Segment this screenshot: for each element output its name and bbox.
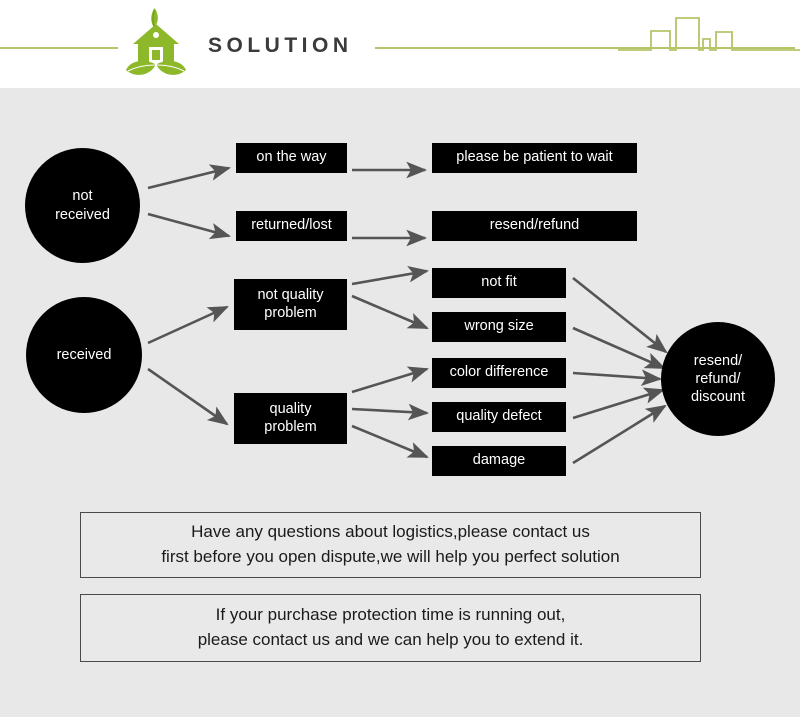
node-returned-lost-label: returned/lost bbox=[251, 217, 332, 234]
node-not-quality-problem[interactable]: not quality problem bbox=[234, 279, 347, 330]
node-not-received-label: not received bbox=[55, 188, 110, 223]
purchase-protection-note-text: If your purchase protection time is runn… bbox=[197, 605, 584, 649]
node-on-the-way-label: on the way bbox=[256, 149, 327, 166]
node-received[interactable]: received bbox=[26, 297, 142, 413]
eco-house-leaf-logo-icon bbox=[117, 6, 195, 82]
node-quality-defect[interactable]: quality defect bbox=[432, 402, 566, 432]
page-header: SOLUTION bbox=[0, 0, 800, 88]
header-rule-left bbox=[0, 47, 118, 49]
node-please-be-patient-to-wait[interactable]: please be patient to wait bbox=[432, 143, 637, 173]
node-not-fit[interactable]: not fit bbox=[432, 268, 566, 298]
node-resend-refund[interactable]: resend/refund bbox=[432, 211, 637, 241]
node-quality-problem[interactable]: quality problem bbox=[234, 393, 347, 444]
node-received-label: received bbox=[56, 346, 112, 363]
node-resend-refund-label: resend/refund bbox=[489, 217, 580, 234]
node-on-the-way[interactable]: on the way bbox=[236, 143, 347, 173]
header-rule-right bbox=[375, 47, 795, 49]
node-wrong-size-label: wrong size bbox=[464, 318, 534, 335]
logistics-note-text: Have any questions about logistics,pleas… bbox=[161, 522, 620, 566]
logistics-note: Have any questions about logistics,pleas… bbox=[80, 512, 701, 578]
node-damage[interactable]: damage bbox=[432, 446, 566, 476]
node-resend-refund-discount[interactable]: resend/ refund/ discount bbox=[661, 322, 775, 436]
node-quality-problem-label: quality problem bbox=[264, 401, 317, 435]
purchase-protection-note: If your purchase protection time is runn… bbox=[80, 594, 701, 662]
node-not-received[interactable]: not received bbox=[25, 148, 140, 263]
node-resend-refund-discount-label: resend/ refund/ discount bbox=[690, 352, 745, 406]
node-not-quality-problem-label: not quality problem bbox=[257, 287, 324, 321]
node-damage-label: damage bbox=[472, 452, 526, 469]
city-skyline-outline-icon bbox=[618, 10, 800, 58]
node-returned-lost[interactable]: returned/lost bbox=[236, 211, 347, 241]
node-color-difference-label: color difference bbox=[449, 364, 549, 381]
flowchart-canvas: not received received on the way returne… bbox=[0, 88, 800, 717]
page-title: SOLUTION bbox=[208, 34, 353, 57]
node-not-fit-label: not fit bbox=[481, 274, 517, 291]
node-wrong-size[interactable]: wrong size bbox=[432, 312, 566, 342]
node-please-be-patient-to-wait-label: please be patient to wait bbox=[456, 149, 613, 166]
node-color-difference[interactable]: color difference bbox=[432, 358, 566, 388]
node-quality-defect-label: quality defect bbox=[456, 408, 542, 425]
